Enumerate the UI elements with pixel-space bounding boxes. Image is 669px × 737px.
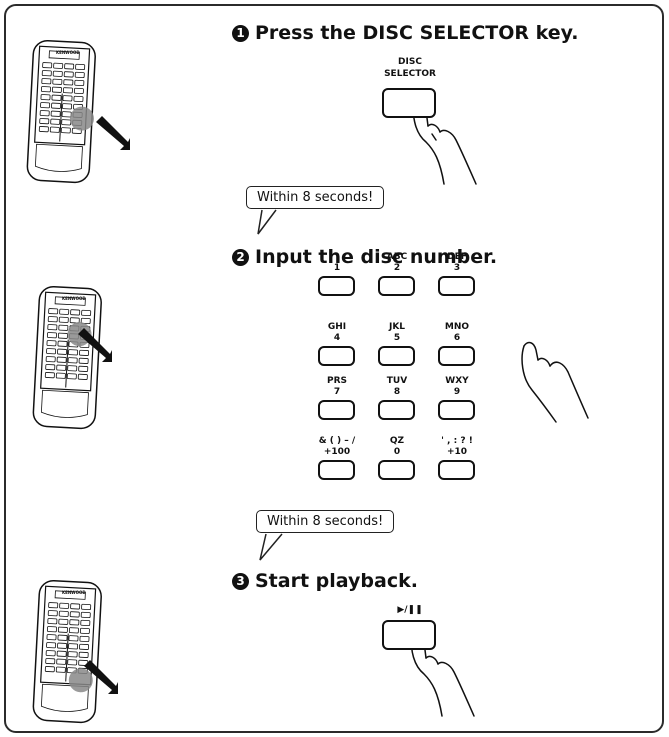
key-1-button[interactable] — [318, 276, 355, 296]
remote-1 — [25, 39, 97, 184]
key-letters: & ( ) – / — [318, 436, 356, 446]
key-number: 4 — [333, 333, 341, 343]
disc-selector-label: DISC SELECTOR — [384, 57, 436, 79]
key-letters: GHI — [327, 322, 347, 332]
key-plus10-label: ' , : ? !+10 — [422, 436, 492, 458]
bubble-2: Within 8 seconds! — [256, 510, 395, 533]
step-1-number: 1 — [232, 24, 249, 42]
play-pause-label: ▶/❚❚ — [397, 605, 423, 615]
key-letters: ' , : ? ! — [441, 436, 473, 446]
key-letters: DEF — [447, 252, 467, 262]
key-number: 7 — [333, 387, 341, 397]
key-2-button[interactable] — [378, 276, 415, 296]
key-number: +100 — [323, 447, 351, 457]
key-number: 9 — [453, 387, 461, 397]
key-3-button[interactable] — [438, 276, 475, 296]
key-letters: TUV — [386, 376, 408, 386]
key-0-button[interactable] — [378, 460, 415, 480]
key-number: 5 — [393, 333, 401, 343]
key-number: 8 — [393, 387, 401, 397]
arrow-2 — [78, 328, 112, 362]
key-5-button[interactable] — [378, 346, 415, 366]
remote-2 — [31, 285, 103, 430]
key-plus100-label: & ( ) – /+100 — [302, 436, 372, 458]
key-letters: QZ — [389, 436, 405, 446]
key-letters: ABC — [386, 252, 408, 262]
key-1-label: 1 — [302, 252, 372, 274]
key-plus100-button[interactable] — [318, 460, 355, 480]
key-7-button[interactable] — [318, 400, 355, 420]
key-8-button[interactable] — [378, 400, 415, 420]
key-letters: PRS — [326, 376, 347, 386]
step-3: 3 Start playback. — [232, 570, 418, 592]
disc-selector-key[interactable] — [382, 88, 436, 118]
page-frame — [4, 4, 664, 733]
remote-brand-3: KENWOOD — [62, 590, 86, 595]
step-3-text: Start playback. — [255, 570, 418, 592]
bubble-tail-1 — [257, 209, 277, 235]
key-number: 6 — [453, 333, 461, 343]
key-letters: JKL — [388, 322, 406, 332]
hand-2 — [521, 341, 589, 423]
step-1: 1 Press the DISC SELECTOR key. — [232, 22, 579, 44]
step-2: 2 Input the disc number. — [232, 246, 497, 268]
arrow-3 — [84, 660, 118, 694]
step-2-text: Input the disc number. — [255, 246, 498, 268]
key-letters: MNO — [444, 322, 470, 332]
remote-brand-1: KENWOOD — [56, 50, 80, 55]
step-2-number: 2 — [232, 248, 249, 266]
key-number: 1 — [333, 263, 341, 273]
remote-3 — [31, 579, 103, 724]
step-1-text: Press the DISC SELECTOR key. — [255, 22, 579, 44]
key-plus10-button[interactable] — [438, 460, 475, 480]
key-number: 2 — [393, 263, 401, 273]
key-4-button[interactable] — [318, 346, 355, 366]
arrow-1 — [96, 116, 130, 150]
bubble-1: Within 8 seconds! — [246, 186, 385, 209]
remote-brand-2: KENWOOD — [62, 296, 86, 301]
key-number: 3 — [453, 263, 461, 273]
key-letters: WXY — [445, 376, 469, 386]
step-3-number: 3 — [232, 572, 249, 590]
key-9-button[interactable] — [438, 400, 475, 420]
key-number: 0 — [393, 447, 401, 457]
play-pause-key[interactable] — [382, 620, 436, 650]
key-6-button[interactable] — [438, 346, 475, 366]
key-number: +10 — [446, 447, 468, 457]
bubble-tail-2 — [259, 533, 283, 561]
